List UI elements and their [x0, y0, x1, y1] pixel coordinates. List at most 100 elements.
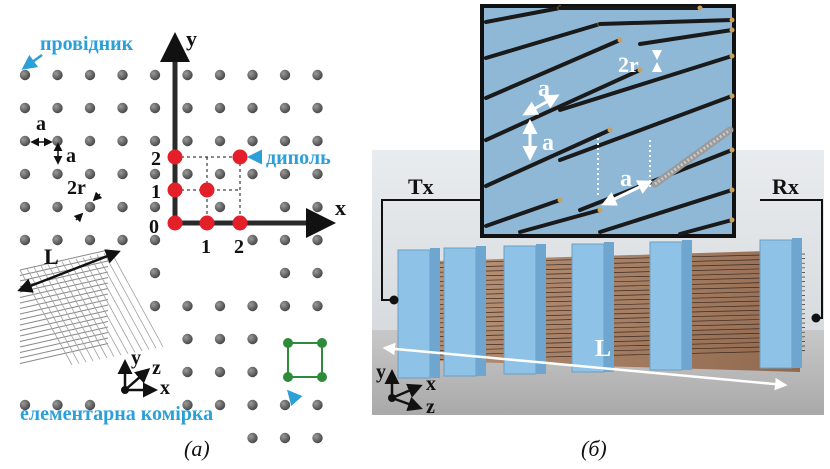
conductor-node: [84, 201, 96, 213]
dipole-label: диполь: [266, 147, 331, 169]
conductor-node: [312, 201, 323, 213]
foam-frame: [649, 241, 683, 371]
foam-frame: [503, 245, 537, 375]
conductor-node: [149, 69, 161, 81]
conductor-node: [149, 102, 161, 114]
conductor-node: [279, 300, 291, 312]
conductor-node: [279, 102, 291, 114]
dipole-0-1: [167, 182, 183, 198]
conductor-node: [84, 102, 96, 114]
tick-y-2: 2: [151, 148, 161, 170]
conductor-node: [279, 168, 291, 180]
conductor-node: [247, 366, 258, 378]
rx-connector: [811, 313, 821, 323]
conductor-node: [312, 432, 323, 444]
conductor-node: [247, 399, 258, 411]
foam-frame-side: [536, 244, 546, 374]
conductor-node: [247, 234, 258, 246]
conductor-node: [149, 168, 161, 180]
conductor-node: [117, 168, 128, 180]
L-photo-arrow: [382, 342, 788, 391]
dipole-0-0: [167, 215, 183, 231]
L-dimension-arrow: [17, 249, 121, 293]
conductor-node: [279, 69, 291, 81]
conductor-node: [214, 333, 226, 345]
conductor-node: [247, 168, 258, 180]
param-L-label: L: [44, 244, 59, 269]
unit-cell-pointer: [287, 389, 303, 406]
foam-frame-side: [792, 238, 802, 368]
2r-arrow-upper: [92, 191, 103, 202]
rod-tip: [729, 27, 735, 33]
rod-tip: [729, 187, 735, 193]
conductor-node: [182, 366, 193, 378]
rod-tip: [697, 5, 703, 11]
conductor-node: [312, 399, 323, 411]
inset-rod: [484, 68, 642, 142]
triad-b-z: z: [426, 396, 435, 418]
coordinate-triad-a: [117, 359, 158, 398]
conductor-node: [312, 69, 323, 81]
axis-y-label: y: [186, 26, 197, 51]
tick-x-2: 2: [234, 236, 244, 258]
tick-y-1: 1: [151, 181, 161, 203]
conductor-node: [214, 399, 226, 411]
dipole-2-0: [232, 215, 248, 231]
unit-cell-box: [287, 342, 323, 378]
conductor-node: [84, 234, 96, 246]
conductor-node: [279, 267, 291, 279]
wire-col: [96, 254, 150, 350]
rod-tip: [557, 197, 563, 203]
inset-rod: [678, 218, 734, 236]
conductor-node: [182, 168, 193, 180]
param-2r-label: 2r: [67, 177, 86, 199]
conductor-node: [182, 102, 193, 114]
conductor-node: [117, 102, 128, 114]
conductor-node: [247, 135, 258, 147]
inset-rods: [484, 5, 735, 236]
wire-row: [19, 299, 109, 320]
inset-rod: [598, 188, 734, 234]
rod-tip: [729, 53, 735, 59]
inset-a-bottom: a: [620, 166, 632, 192]
inset-rod: [484, 22, 602, 60]
inset-rod: [638, 28, 734, 46]
wire-col: [103, 253, 157, 349]
wire-row: [19, 315, 109, 337]
axis-x-label: x: [335, 195, 346, 220]
inset-rod: [558, 54, 734, 112]
dipole-1-0: [199, 215, 215, 231]
wire-array-3d: [19, 249, 164, 366]
conductor-node: [279, 201, 291, 213]
param-a-horizontal: a: [36, 113, 46, 135]
conductor-node: [19, 69, 31, 81]
conductor-node: [19, 201, 31, 213]
inset-rod: [484, 198, 562, 228]
triad-a-z: z: [152, 357, 161, 379]
inset-a-top: a: [538, 76, 550, 102]
tick-x-1: 1: [201, 236, 211, 258]
wire-row: [19, 288, 109, 309]
conductor-node: [117, 135, 128, 147]
conductor-node: [84, 69, 96, 81]
conductor-grid: [19, 69, 323, 444]
inset-2r: 2r: [618, 52, 639, 77]
wire-col: [110, 251, 164, 347]
conductor-node: [84, 399, 96, 411]
conductor-node: [149, 135, 161, 147]
rx-label: Rx: [772, 174, 799, 199]
wire-col: [82, 257, 136, 353]
wire-row: [19, 310, 109, 331]
conductor-node: [247, 432, 258, 444]
conductor-node: [52, 168, 63, 180]
conductor-node: [149, 201, 161, 213]
conductor-node: [117, 234, 128, 246]
tick-origin: 0: [149, 216, 159, 238]
conductor-node: [84, 135, 96, 147]
conductor-node: [182, 135, 193, 147]
wire-row: [19, 266, 109, 287]
panel-a: y x 0 1 2 1 2 провідник диполь: [17, 26, 346, 444]
conductor-node: [279, 399, 291, 411]
dipole-2-2: [232, 149, 248, 165]
inset-closeup: a a a 2r: [480, 4, 736, 238]
